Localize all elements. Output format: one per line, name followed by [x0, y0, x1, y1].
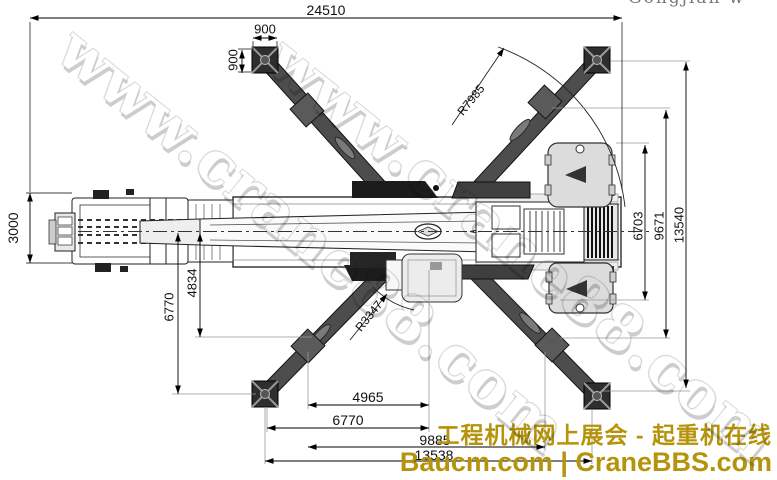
- dim-label-right-span-inner: 6703: [630, 211, 646, 241]
- dim-label-long-span-3: 9885: [419, 432, 451, 448]
- dim-label-long-span-2: 6770: [332, 412, 364, 428]
- beam-collar: [534, 327, 570, 363]
- dim-label-overall-length: 24510: [306, 2, 346, 18]
- aux-support-plate-top: [544, 142, 616, 208]
- footer-site-links[interactable]: Baucm.com | CraneBBS.com: [399, 447, 772, 477]
- footer-chinese-text: 工程机械网上展会 - 起重机在线: [436, 422, 772, 448]
- plate-arrow-icon: [565, 166, 586, 183]
- operator-cab: [385, 253, 463, 303]
- outrigger-beams: [258, 54, 604, 403]
- dim-label-left-span-outer: 6770: [161, 292, 177, 322]
- swing-radius-arcs: [349, 46, 626, 341]
- outrigger-pad-top-right: [583, 46, 611, 74]
- outrigger-pad-bottom-right: [583, 382, 611, 410]
- dim-label-pad-width: 900: [254, 21, 276, 37]
- outrigger-pads: [251, 46, 611, 410]
- footer-banner: 工程机械网上展会 - 起重机在线 Baucm.com | CraneBBS.co…: [400, 422, 772, 477]
- beam-collar: [290, 328, 326, 364]
- dim-label-pad-depth: 900: [225, 49, 241, 71]
- beam-collar: [527, 84, 563, 120]
- outrigger-pad-top-left: [251, 46, 279, 74]
- extension-lines: [172, 60, 690, 464]
- dim-label-right-span-outer: 13540: [671, 206, 687, 244]
- dim-label-long-span-1: 4965: [352, 389, 384, 405]
- swing-radius-arc-r3347: [372, 286, 415, 311]
- dimension-lines: [26, 15, 689, 464]
- beam-collar: [289, 92, 325, 128]
- dim-label-right-span-mid: 9671: [651, 211, 667, 241]
- dim-label-vehicle-width: 3000: [5, 212, 21, 244]
- plate-arrow-icon: [566, 280, 587, 297]
- dim-label-left-span-inner: 4834: [184, 268, 200, 298]
- swing-radius-arc-r7985: [497, 46, 626, 208]
- aux-support-plate-bottom: [545, 262, 617, 314]
- cropped-text-fragment: Gongjian w: [628, 0, 774, 10]
